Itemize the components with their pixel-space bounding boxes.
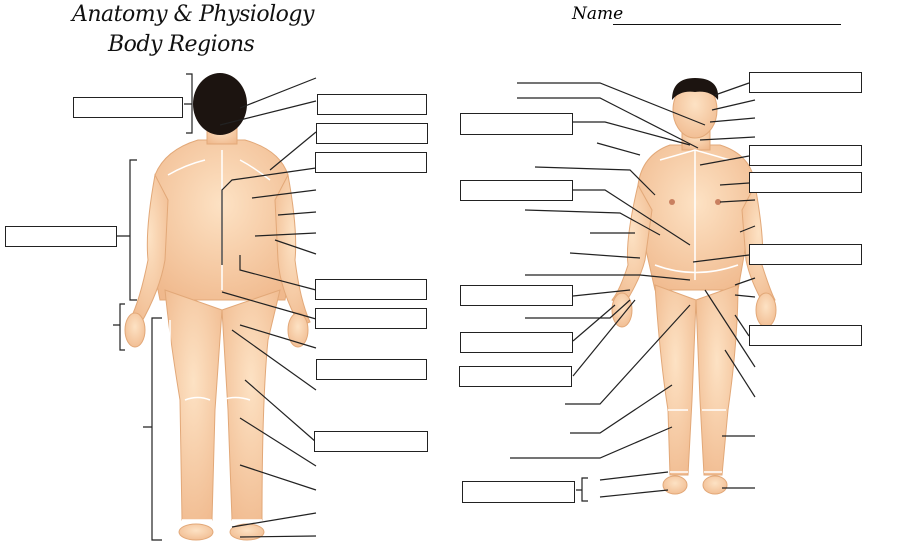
label-box-palmar[interactable] (460, 332, 573, 353)
label-box-carpal[interactable] (460, 285, 573, 306)
left-arm-front (611, 183, 653, 306)
label-box-popliteal[interactable] (314, 431, 428, 452)
right-hand-back (287, 312, 309, 348)
right-arm-back (274, 173, 311, 327)
label-box-back-region[interactable] (5, 226, 117, 247)
label-box-umbilical[interactable] (749, 244, 862, 265)
label-box-foot[interactable] (462, 481, 575, 503)
right-hand-front (755, 292, 777, 328)
leader-lines (113, 73, 756, 541)
left-foot-back (178, 523, 214, 541)
label-box-lumbar[interactable] (315, 279, 427, 300)
label-box-femoral-posterior[interactable] (316, 359, 427, 380)
name-field-line[interactable] (613, 24, 841, 25)
left-leg-back (164, 289, 223, 521)
right-foot-front (702, 475, 728, 495)
left-hand-front (611, 292, 633, 328)
label-box-occipital[interactable] (317, 94, 427, 115)
name-label: Name (572, 4, 624, 24)
left-leg-front (654, 284, 697, 476)
label-box-sternal[interactable] (749, 145, 862, 166)
label-box-femoral-anterior[interactable] (749, 325, 862, 346)
head-hair-back (193, 73, 247, 135)
left-hand-back (124, 312, 146, 348)
chest-abdomen (637, 144, 756, 291)
label-box-neck-posterior[interactable] (316, 123, 428, 144)
label-box-thoracic[interactable] (749, 172, 862, 193)
label-box-head-posterior[interactable] (73, 97, 183, 118)
left-foot-front (662, 475, 688, 495)
label-box-oral[interactable] (460, 113, 573, 135)
label-box-axillary[interactable] (460, 180, 573, 201)
hair-front (672, 78, 719, 100)
worksheet-subtitle: Body Regions (108, 32, 255, 57)
label-box-digital[interactable] (459, 366, 572, 387)
anterior-body-figure (611, 81, 777, 495)
label-box-frontal[interactable] (749, 72, 862, 93)
left-arm-back (129, 173, 169, 326)
right-leg-back (221, 289, 281, 521)
label-box-scapular[interactable] (315, 152, 427, 173)
posterior-body-figure (124, 121, 311, 541)
nipples (669, 199, 721, 205)
anterior-region-lines (654, 149, 739, 473)
right-leg-front (695, 284, 739, 476)
label-box-sacral[interactable] (315, 308, 427, 329)
worksheet-title: Anatomy & Physiology (72, 2, 314, 27)
